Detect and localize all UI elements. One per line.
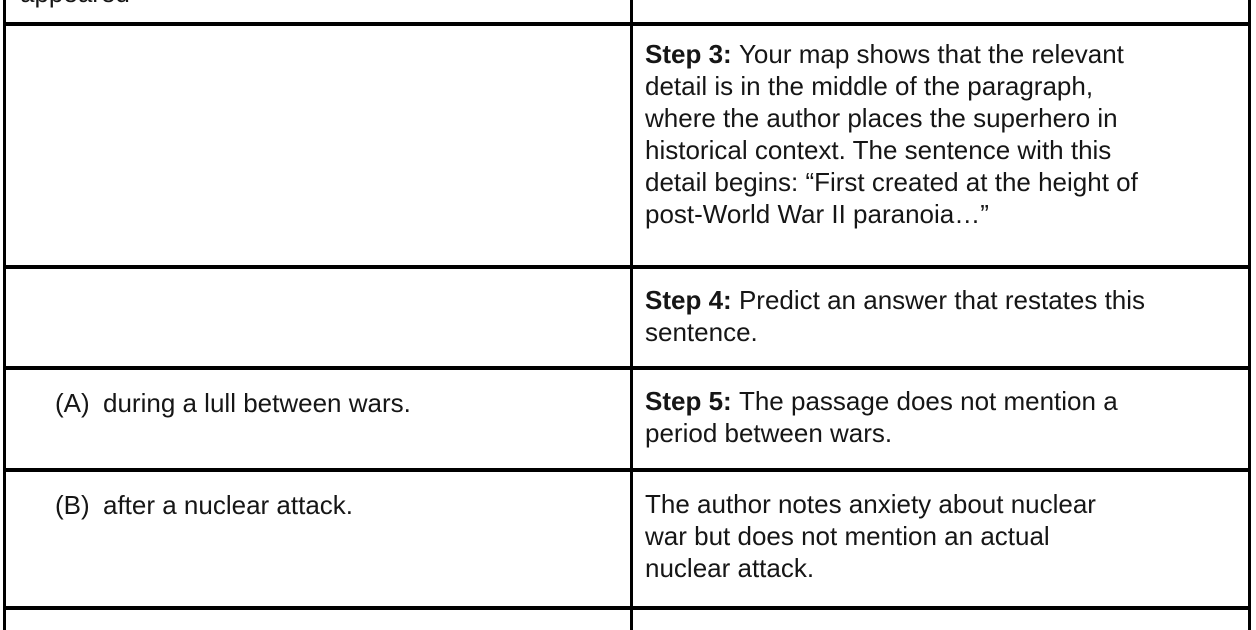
answer-choice-a: (A) during a lull between wars.: [6, 370, 630, 419]
choice-b-text: after a nuclear attack.: [103, 490, 354, 520]
table-row-step4: Step 4:Predict an answer that restates t…: [6, 269, 1248, 370]
step5-text: The passage does not mention a period be…: [645, 386, 1118, 448]
answer-choice-b: (B) after a nuclear attack.: [6, 472, 630, 521]
answer-cell-choice-a: (A) during a lull between wars.: [6, 370, 633, 468]
clipped-word: appeared: [20, 0, 130, 9]
table-row-clipped-top: appeared: [6, 0, 1248, 26]
step4-text: Predict an answer that restates this sen…: [645, 285, 1146, 347]
passage-cell-clipped: appeared: [6, 0, 633, 22]
choice-b-marker: (B): [55, 490, 90, 520]
choice-a-marker: (A): [55, 388, 90, 418]
step5-label: Step 5:: [645, 386, 732, 416]
answer-cell-choice-b: (B) after a nuclear attack.: [6, 472, 633, 606]
explanation-cell-step3: Step 3:Your map shows that the relevant …: [633, 26, 1248, 265]
table-row-choice-a: (A) during a lull between wars. Step 5:T…: [6, 370, 1248, 472]
answer-cell-empty: [6, 269, 633, 366]
explanation-cell-empty: [633, 0, 1248, 22]
explanation-cell-choice-b: The author notes anxiety about nuclear w…: [633, 472, 1248, 606]
step4-label: Step 4:: [645, 285, 732, 315]
explanation-cell-step5: Step 5:The passage does not mention a pe…: [633, 370, 1248, 468]
table-row-clipped-bottom: [6, 610, 1248, 630]
answer-cell-empty: [6, 26, 633, 265]
step3-text: Your map shows that the relevant detail …: [645, 39, 1138, 229]
table-row-step3: Step 3:Your map shows that the relevant …: [6, 26, 1248, 269]
choice-a-text: during a lull between wars.: [103, 388, 411, 418]
step3-label: Step 3:: [645, 39, 732, 69]
table-row-choice-b: (B) after a nuclear attack. The author n…: [6, 472, 1248, 610]
answer-cell-empty: [6, 610, 633, 630]
explanation-cell-step4: Step 4:Predict an answer that restates t…: [633, 269, 1248, 366]
answer-explanation-table: appeared Step 3:Your map shows that the …: [3, 0, 1251, 630]
explanation-cell-empty: [633, 610, 1248, 630]
choice-b-explanation-text: The author notes anxiety about nuclear w…: [645, 489, 1096, 583]
